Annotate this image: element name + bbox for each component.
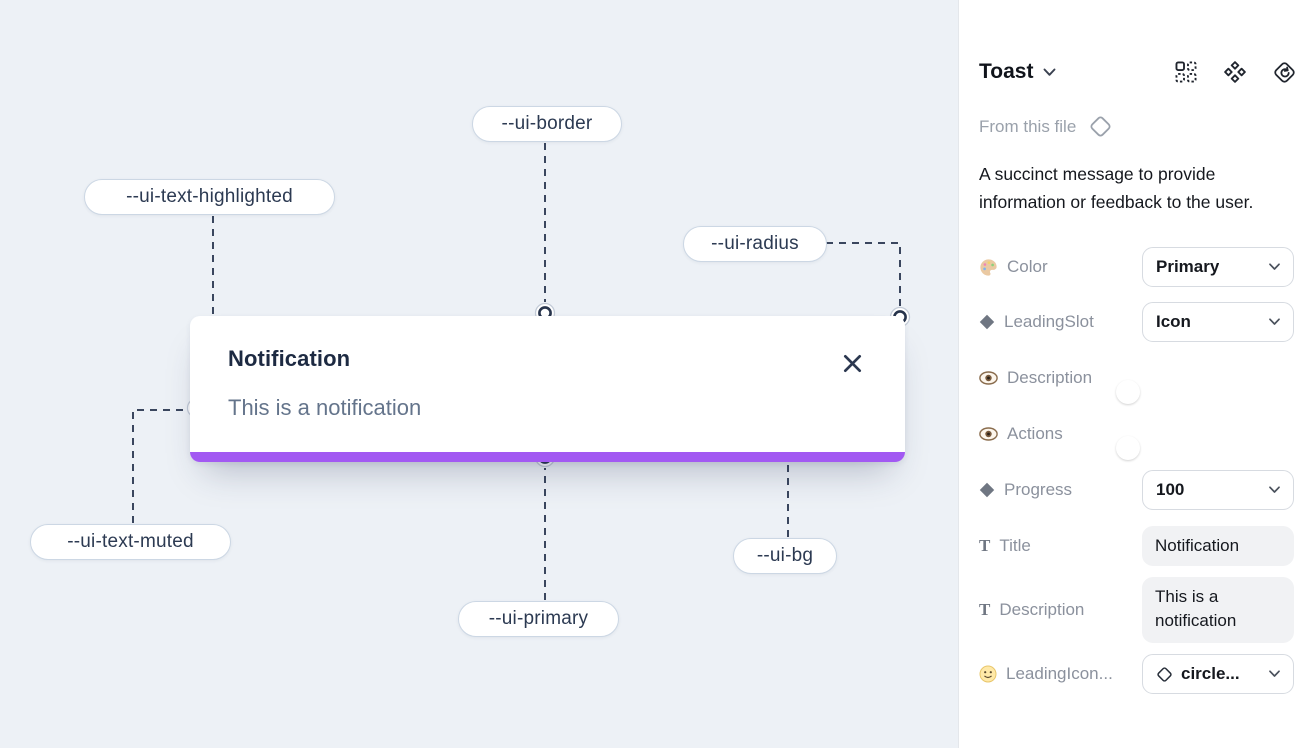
prop-label-leading-slot: LeadingSlot	[979, 312, 1142, 332]
diamond-icon	[979, 482, 995, 498]
prop-label-text: Color	[1007, 257, 1048, 276]
prop-row-description-toggle: Description	[979, 358, 1294, 404]
toggle-knob	[1116, 380, 1140, 404]
prop-label-text: Description	[999, 600, 1085, 619]
prop-label-text: Title	[999, 536, 1031, 555]
prop-row-color: Color Primary	[979, 247, 1294, 287]
chevron-down-icon	[1269, 263, 1280, 271]
component-description: A succinct message to provide informatio…	[979, 164, 1254, 212]
color-select[interactable]: Primary	[1142, 247, 1294, 287]
diamond-icon	[979, 314, 995, 330]
design-canvas: Notification This is a notification --ui…	[0, 0, 958, 748]
source-label: From this file	[979, 116, 1077, 136]
connector-ui-text-muted	[132, 409, 185, 523]
color-select-value: Primary	[1156, 257, 1220, 276]
prop-label-actions: Actions	[979, 424, 1142, 444]
prop-label-text: Actions	[1007, 424, 1063, 443]
diamond-outline-icon	[1157, 666, 1172, 682]
header-toolbar	[1174, 60, 1296, 84]
return-to-component-icon[interactable]	[1272, 60, 1296, 84]
prop-row-description-text: T Description This is a notification	[979, 577, 1294, 643]
leading-icon-select-value: circle...	[1181, 664, 1240, 683]
leading-slot-select[interactable]: Icon	[1142, 302, 1294, 342]
diamond-outline-icon	[1090, 116, 1111, 137]
prop-label-description-text: T Description	[979, 600, 1142, 620]
prop-label-color: Color	[979, 257, 1142, 277]
close-icon	[843, 354, 861, 372]
connector-ui-radius	[826, 242, 901, 306]
prop-label-description: Description	[979, 368, 1142, 388]
text-type-icon: T	[979, 536, 991, 555]
chevron-down-icon	[1269, 318, 1280, 326]
prop-label-text: LeadingSlot	[1004, 312, 1094, 331]
annotation-ui-primary[interactable]: --ui-primary	[458, 601, 619, 637]
chevron-down-icon[interactable]	[1043, 68, 1056, 77]
prop-row-leading-icon: LeadingIcon... circle...	[979, 654, 1294, 694]
component-title: Toast	[979, 60, 1034, 83]
source-row: From this file	[979, 114, 1113, 139]
prop-label-text: LeadingIcon...	[1006, 664, 1113, 683]
prop-row-leading-slot: LeadingSlot Icon	[979, 302, 1294, 342]
annotation-ui-bg[interactable]: --ui-bg	[733, 538, 837, 574]
toast-description: This is a notification	[228, 395, 422, 420]
eye-icon	[979, 427, 998, 441]
prop-label-text: Progress	[1004, 480, 1073, 499]
panel-header: Toast	[979, 54, 1296, 90]
toast-preview: Notification This is a notification	[190, 316, 905, 462]
prop-label-progress: Progress	[979, 480, 1142, 500]
prop-label-text: Description	[1007, 368, 1093, 387]
annotation-ui-border[interactable]: --ui-border	[472, 106, 622, 142]
leading-slot-select-value: Icon	[1156, 312, 1191, 331]
smiley-icon	[979, 665, 997, 683]
palette-icon	[980, 258, 997, 276]
progress-select[interactable]: 100	[1142, 470, 1294, 510]
annotation-ui-radius[interactable]: --ui-radius	[683, 226, 827, 262]
prop-label-title: T Title	[979, 536, 1142, 556]
annotation-ui-text-highlighted[interactable]: --ui-text-highlighted	[84, 179, 335, 215]
text-type-icon: T	[979, 600, 991, 619]
eye-icon	[979, 371, 998, 385]
progress-select-value: 100	[1156, 480, 1185, 499]
instance-grid-icon[interactable]	[1174, 60, 1198, 84]
annotation-ui-text-muted[interactable]: --ui-text-muted	[30, 524, 231, 560]
prop-row-actions-toggle: Actions	[979, 414, 1294, 460]
chevron-down-icon	[1269, 670, 1280, 678]
toast-title: Notification	[228, 346, 351, 371]
component-cluster-icon[interactable]	[1223, 60, 1247, 84]
toast-close-button[interactable]	[841, 352, 863, 374]
properties-panel: Toast	[958, 0, 1312, 748]
prop-label-leading-icon: LeadingIcon...	[979, 664, 1142, 684]
toast-progress-bar	[190, 452, 905, 462]
prop-row-progress: Progress 100	[979, 470, 1294, 510]
title-input[interactable]: Notification	[1142, 526, 1294, 566]
leading-icon-select[interactable]: circle...	[1142, 654, 1294, 694]
prop-row-title: T Title Notification	[979, 526, 1294, 566]
description-input[interactable]: This is a notification	[1142, 577, 1294, 643]
chevron-down-icon	[1269, 486, 1280, 494]
toggle-knob	[1116, 436, 1140, 460]
